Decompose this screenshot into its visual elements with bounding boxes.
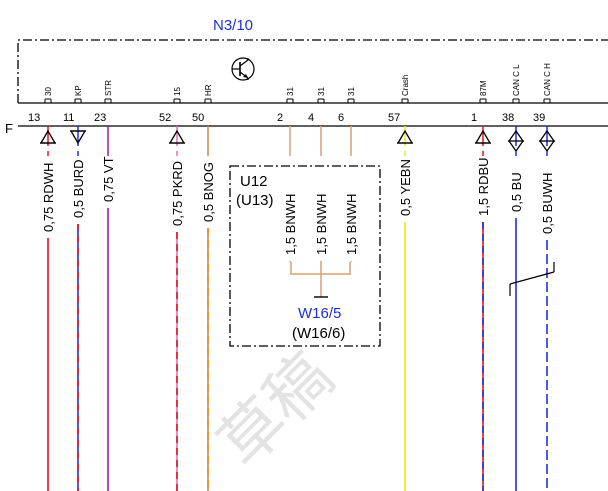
pin-number: 23: [94, 112, 106, 124]
wire-label: 1,5 RDBU: [476, 157, 491, 216]
pin-label: 31: [317, 87, 326, 96]
ground-label: W16/5: [298, 305, 341, 322]
wire-label: 0,5 BU: [509, 172, 524, 212]
pin-label: 15: [173, 87, 182, 96]
wire-w5: 0,5 BNOG: [201, 126, 216, 491]
pin-label: 31: [347, 87, 356, 96]
pin-pSTR: STR 23: [94, 80, 113, 124]
component-title: N3/10: [213, 17, 253, 34]
pin-number: 13: [28, 112, 40, 124]
transistor-icon: [231, 57, 255, 81]
pin-pKP: KP 11: [63, 85, 83, 124]
pin-number: 57: [388, 112, 400, 124]
pin-pCANL: CAN C L 38: [502, 64, 521, 124]
wire-w3: 0,75 VT: [101, 126, 116, 491]
wire-label: 0,5 BNOG: [201, 162, 216, 222]
pin-number: 4: [308, 112, 314, 124]
pin-number: 52: [159, 112, 171, 124]
wire-w12: 0,5 BUWH: [539, 126, 555, 491]
pins: 3013KP11STR231552HR50312314316Crash5787M…: [28, 63, 552, 124]
wire-label: 1,5 BNWH: [314, 194, 329, 255]
wire-w2: 0,5 BURD: [69, 126, 87, 491]
wire-label: 0,5 YEBN: [398, 159, 413, 216]
splice-junction: [290, 262, 351, 298]
wire-w9: 0,5 YEBN: [396, 126, 414, 491]
pin-pCANH: CAN C H 39: [533, 63, 552, 124]
wire-w10: 1,5 RDBU: [474, 126, 492, 491]
pin-number: 11: [63, 112, 74, 124]
pin-p30: 30 13: [28, 87, 53, 124]
wire-w6: 1,5 BNWH: [283, 126, 298, 262]
wires: 0,75 RDWH 0,5 BURD 0,75 VT 0,75 PKRD 0,5 BNO…: [39, 126, 555, 491]
splice-box: [229, 165, 381, 347]
component-box: [17, 39, 608, 127]
ground-alt-label: (W16/6): [292, 325, 345, 342]
pin-p31a: 31 2: [277, 87, 295, 124]
pin-label: Crash: [401, 75, 410, 96]
pin-p31c: 31 6: [338, 87, 356, 124]
pin-label: KP: [74, 85, 83, 96]
wire-label: 0,75 VT: [101, 156, 116, 202]
pin-number: 6: [338, 112, 344, 124]
wire-w1: 0,75 RDWH: [39, 126, 57, 491]
pin-number: 50: [192, 112, 204, 124]
connector-label: F: [5, 121, 13, 136]
pin-label: 30: [44, 87, 53, 96]
wire-label: 0,75 PKRD: [170, 161, 185, 226]
pin-number: 39: [533, 112, 545, 124]
wire-label: 1,5 BNWH: [283, 194, 298, 255]
wire-w4: 0,75 PKRD: [168, 126, 186, 491]
wire-label: 0,75 RDWH: [41, 163, 56, 232]
pin-label: CAN C H: [543, 63, 552, 96]
pin-number: 1: [471, 112, 477, 124]
pin-label: STR: [104, 80, 113, 96]
wire-label: 0,5 BUWH: [540, 173, 555, 234]
splice-alt-name: (U13): [236, 192, 274, 209]
pin-label: 87M: [479, 80, 488, 96]
pin-label: 31: [286, 87, 295, 96]
wire-label: 0,5 BURD: [71, 159, 86, 218]
wire-w11: 0,5 BU: [508, 126, 524, 491]
pin-label: CAN C L: [512, 64, 521, 96]
wire-w7: 1,5 BNWH: [314, 126, 329, 262]
pin-number: 2: [277, 112, 283, 124]
wire-label: 1,5 BNWH: [344, 194, 359, 255]
can-wire-link: [509, 262, 555, 296]
pin-pCrash: Crash 57: [388, 75, 410, 124]
wire-w8: 1,5 BNWH: [344, 126, 359, 262]
pin-pHR: HR 50: [192, 84, 213, 124]
pin-number: 38: [502, 112, 514, 124]
pin-p31b: 31 4: [308, 87, 326, 124]
pin-p87M: 87M 1: [471, 80, 488, 124]
splice-name: U12: [240, 173, 268, 190]
pin-label: HR: [204, 84, 213, 96]
watermark: 草稿: [205, 339, 348, 482]
